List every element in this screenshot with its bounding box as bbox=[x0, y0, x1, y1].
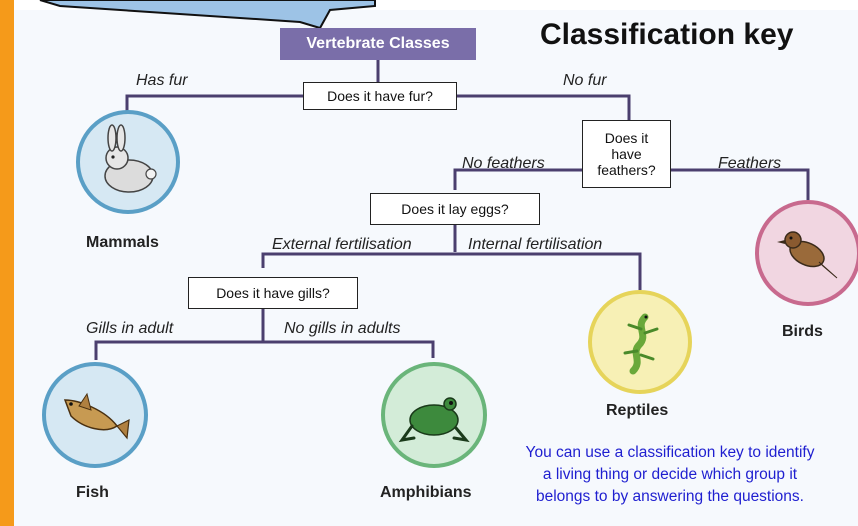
label-amphibians: Amphibians bbox=[380, 484, 472, 501]
amphibians-circle bbox=[381, 362, 487, 468]
question-eggs: Does it lay eggs? bbox=[370, 193, 540, 225]
reptiles-circle bbox=[588, 290, 692, 394]
side-accent-bar bbox=[0, 0, 14, 526]
frog-icon bbox=[398, 397, 470, 443]
note-line-3: belongs to by answering the questions. bbox=[536, 488, 804, 505]
branch-no-feathers: No feathers bbox=[462, 155, 545, 172]
lizard-icon bbox=[623, 313, 659, 375]
label-reptiles: Reptiles bbox=[606, 402, 669, 419]
fish-icon bbox=[63, 392, 130, 440]
page-title: Classification key bbox=[540, 18, 794, 51]
explanation-note: You can use a classification key to iden… bbox=[482, 442, 858, 508]
branch-has-fur: Has fur bbox=[136, 72, 188, 89]
question-fur: Does it have fur? bbox=[303, 82, 457, 110]
branch-internal-fertilisation: Internal fertilisation bbox=[468, 236, 603, 253]
fish-circle bbox=[42, 362, 148, 468]
question-feathers: Does it have feathers? bbox=[582, 120, 671, 188]
birds-circle bbox=[755, 200, 858, 306]
root-node-vertebrate-classes: Vertebrate Classes bbox=[280, 28, 476, 60]
callout-arrow-shape bbox=[39, 0, 376, 30]
branch-gills-in-adult: Gills in adult bbox=[86, 320, 174, 337]
branch-no-gills: No gills in adults bbox=[284, 320, 401, 337]
label-mammals: Mammals bbox=[86, 234, 159, 251]
branch-external-fertilisation: External fertilisation bbox=[272, 236, 412, 253]
label-birds: Birds bbox=[782, 323, 823, 340]
note-line-2: a living thing or decide which group it bbox=[542, 466, 798, 483]
bird-icon bbox=[777, 231, 838, 279]
note-line-1: You can use a classification key to iden… bbox=[525, 444, 815, 461]
top-band bbox=[14, 0, 858, 10]
mammals-circle bbox=[76, 110, 180, 214]
label-fish: Fish bbox=[76, 484, 109, 501]
branch-feathers: Feathers bbox=[718, 155, 782, 172]
rabbit-icon bbox=[104, 124, 157, 193]
question-gills: Does it have gills? bbox=[188, 277, 358, 309]
branch-no-fur: No fur bbox=[563, 72, 607, 89]
